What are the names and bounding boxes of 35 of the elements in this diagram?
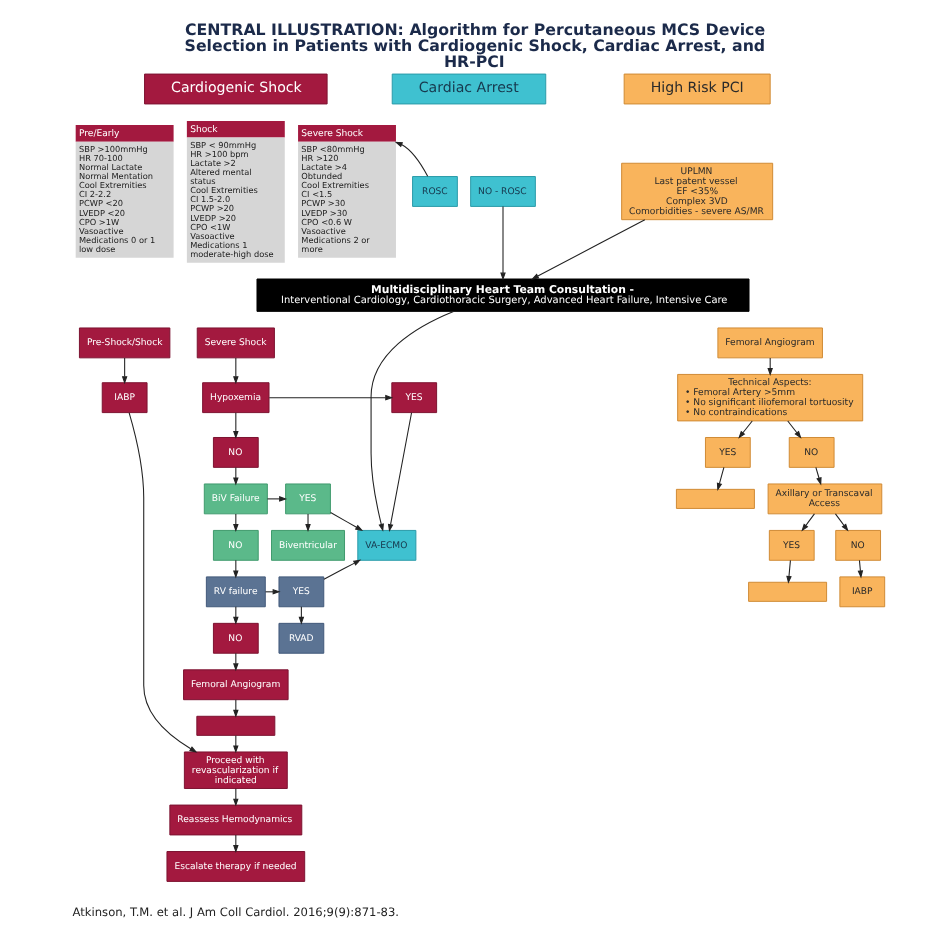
arrow xyxy=(232,788,238,807)
arrow xyxy=(737,420,752,439)
arrow xyxy=(329,512,363,532)
arrow xyxy=(766,357,772,376)
node-box xyxy=(195,715,275,736)
arrow xyxy=(232,559,238,579)
arrow xyxy=(715,466,724,491)
arrow xyxy=(786,420,801,439)
arrow xyxy=(120,357,127,385)
arrow xyxy=(386,412,412,532)
arrow xyxy=(369,310,454,532)
arrow xyxy=(232,513,238,532)
node-box xyxy=(674,488,754,509)
arrow xyxy=(232,834,238,854)
arrow xyxy=(856,559,863,579)
arrow xyxy=(304,513,310,532)
arrow xyxy=(265,496,287,502)
arrow xyxy=(530,219,645,280)
arrow xyxy=(232,606,238,625)
arrow xyxy=(232,652,238,672)
arrow xyxy=(785,559,791,584)
arrow xyxy=(232,466,238,486)
arrow xyxy=(499,205,505,281)
arrow xyxy=(127,412,197,753)
arrow xyxy=(232,699,238,718)
arrow xyxy=(232,412,238,439)
arrow xyxy=(833,513,848,532)
arrow xyxy=(393,141,428,177)
arrow xyxy=(232,357,238,385)
arrow xyxy=(267,394,393,401)
arrow xyxy=(297,606,304,625)
arrow xyxy=(322,559,361,580)
arrow xyxy=(814,466,821,486)
arrow xyxy=(800,513,814,532)
node-box xyxy=(747,581,827,602)
